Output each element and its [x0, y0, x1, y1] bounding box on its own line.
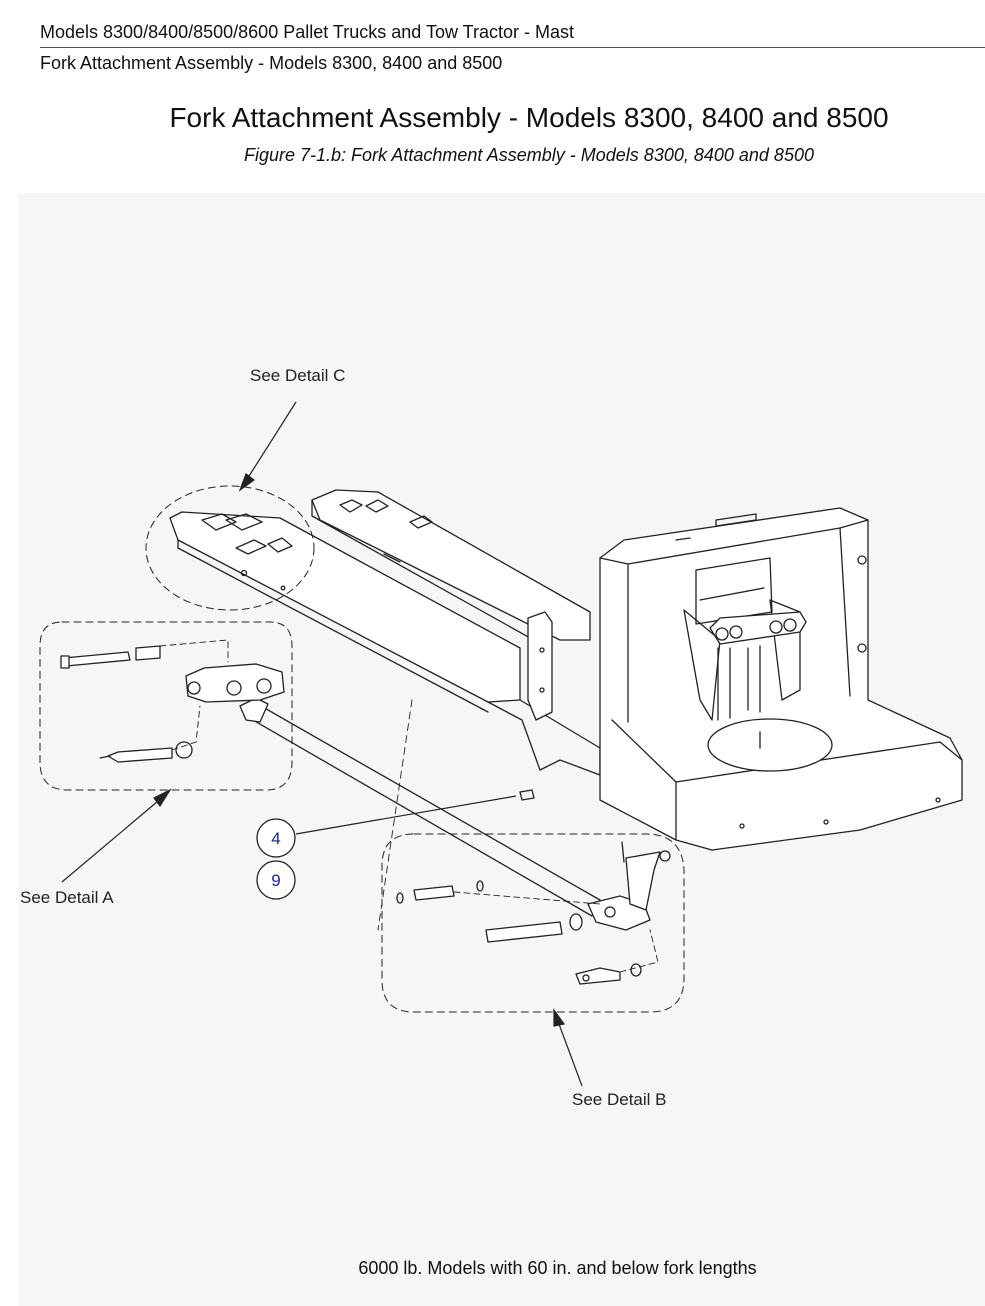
detail-a-arrowhead	[153, 788, 172, 808]
item-balloon-9: 9	[256, 860, 296, 900]
callout-detail-a: See Detail A	[20, 888, 114, 907]
dashed-leader	[377, 699, 413, 931]
detail-b-boundary	[381, 833, 685, 1013]
detail-c-arrowhead	[238, 473, 256, 492]
detail-a-boundary	[39, 621, 293, 791]
item-balloon-4: 4	[256, 818, 296, 858]
balloon-number-9: 9	[271, 871, 280, 890]
right-fork	[311, 489, 591, 649]
detail-c-arrow	[243, 401, 297, 485]
header-breadcrumb: Models 8300/8400/8500/8600 Pallet Trucks…	[40, 22, 574, 42]
left-fork	[169, 511, 521, 713]
detail-c-boundary	[145, 485, 315, 611]
detail-a-parts	[60, 639, 285, 763]
header-divider	[40, 47, 985, 48]
page-title: Fork Attachment Assembly - Models 8300, …	[169, 102, 889, 133]
balloon-leader-line	[295, 795, 517, 835]
header-section: Fork Attachment Assembly - Models 8300, …	[40, 53, 503, 73]
detail-b-arrowhead	[553, 1008, 566, 1027]
balloon-number-4: 4	[271, 829, 280, 848]
detail-b-arrow	[555, 1015, 583, 1087]
push-rod	[239, 697, 601, 917]
power-unit	[599, 507, 963, 851]
small-pin-part	[519, 789, 535, 801]
detail-a-arrow	[61, 795, 165, 883]
figure-caption: Figure 7-1.b: Fork Attachment Assembly -…	[244, 145, 814, 165]
figure-footnote: 6000 lb. Models with 60 in. and below fo…	[358, 1258, 757, 1278]
detail-b-parts	[396, 841, 671, 985]
callout-detail-b: See Detail B	[572, 1090, 667, 1109]
callout-detail-c: See Detail C	[250, 366, 345, 385]
